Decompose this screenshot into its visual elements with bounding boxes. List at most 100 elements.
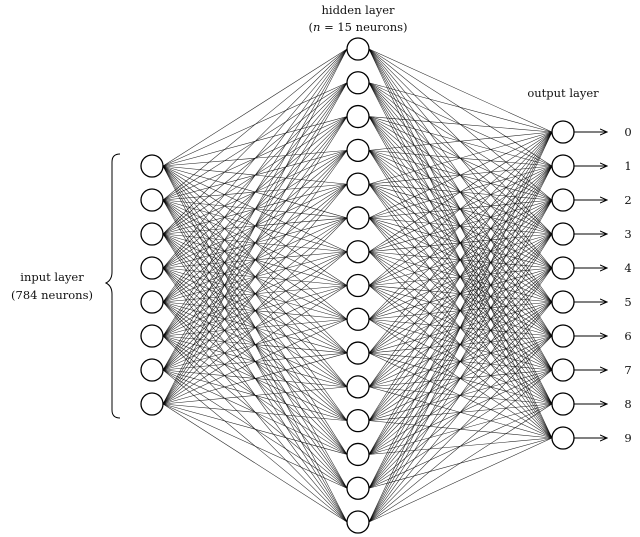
input-neuron bbox=[140, 290, 164, 314]
output-neuron bbox=[551, 358, 575, 382]
input-neuron bbox=[140, 324, 164, 348]
input-layer-label: input layer bbox=[20, 270, 84, 284]
edge-input-hidden bbox=[162, 403, 348, 455]
hidden-neuron bbox=[346, 138, 370, 163]
edge-input-hidden bbox=[162, 403, 348, 489]
edge-hidden-output bbox=[368, 131, 553, 219]
edge-hidden-output bbox=[368, 48, 553, 133]
hidden-layer-count: (n = 15 neurons) bbox=[309, 20, 408, 34]
edge-hidden-output bbox=[368, 301, 553, 523]
input-layer-count: (784 neurons) bbox=[11, 288, 93, 302]
edge-input-hidden bbox=[162, 285, 348, 405]
output-digit-label: 5 bbox=[624, 295, 631, 309]
edge-hidden-output bbox=[368, 116, 553, 133]
edge-input-hidden bbox=[162, 217, 348, 405]
hidden-neuron bbox=[346, 104, 370, 129]
connections bbox=[162, 48, 553, 523]
edge-hidden-output bbox=[368, 131, 553, 354]
edge-hidden-output bbox=[368, 131, 553, 185]
output-neuron bbox=[551, 426, 575, 450]
hidden-neuron bbox=[346, 476, 370, 500]
input-neuron bbox=[140, 256, 164, 280]
output-digit-label: 9 bbox=[624, 431, 631, 445]
edge-hidden-output bbox=[368, 165, 553, 523]
edge-input-hidden bbox=[162, 48, 348, 167]
edge-input-hidden bbox=[162, 251, 348, 405]
output-digit-label: 2 bbox=[624, 193, 631, 207]
output-neuron bbox=[551, 120, 575, 144]
output-digit-label: 1 bbox=[624, 159, 631, 173]
output-neuron bbox=[551, 392, 575, 416]
edge-hidden-output bbox=[368, 131, 553, 388]
edge-input-hidden bbox=[162, 319, 348, 405]
edge-hidden-output bbox=[368, 403, 553, 523]
output-neuron bbox=[551, 188, 575, 212]
edge-input-hidden bbox=[162, 48, 348, 405]
hidden-neuron bbox=[346, 442, 370, 467]
edge-input-hidden bbox=[162, 48, 348, 201]
output-neuron bbox=[551, 222, 575, 246]
hidden-neuron bbox=[346, 240, 370, 264]
edge-input-hidden bbox=[162, 150, 348, 405]
output-neuron bbox=[551, 154, 575, 178]
hidden-neuron bbox=[346, 71, 370, 95]
edge-input-hidden bbox=[162, 403, 348, 523]
input-neuron bbox=[140, 358, 164, 382]
edge-hidden-output bbox=[368, 131, 553, 523]
input-neuron bbox=[140, 188, 164, 212]
hidden-layer-count-rest: = 15 neurons) bbox=[320, 20, 407, 34]
input-neuron bbox=[140, 392, 164, 416]
output-neuron bbox=[551, 324, 575, 348]
edge-hidden-output bbox=[368, 199, 553, 523]
hidden-neuron bbox=[346, 408, 370, 433]
edge-input-hidden bbox=[162, 48, 348, 235]
output-neuron bbox=[551, 256, 575, 280]
edge-input-hidden bbox=[162, 48, 348, 303]
hidden-neuron bbox=[346, 273, 370, 298]
output-layer-label: output layer bbox=[527, 86, 599, 100]
output-neuron bbox=[551, 290, 575, 314]
hidden-layer-n: n bbox=[313, 20, 320, 34]
edge-hidden-output bbox=[368, 437, 553, 523]
output-digit-label: 8 bbox=[624, 397, 631, 411]
edge-input-hidden bbox=[162, 183, 348, 405]
input-neuron bbox=[140, 154, 164, 178]
edge-input-hidden bbox=[162, 48, 348, 337]
hidden-neuron bbox=[346, 375, 370, 399]
edge-hidden-output bbox=[368, 369, 553, 523]
edge-input-hidden bbox=[162, 82, 348, 405]
edge-hidden-output bbox=[368, 131, 553, 489]
edge-hidden-output bbox=[368, 233, 553, 523]
hidden-neuron bbox=[346, 172, 370, 196]
hidden-layer-label: hidden layer bbox=[321, 3, 395, 17]
output-digit-label: 7 bbox=[624, 363, 631, 377]
edge-input-hidden bbox=[162, 48, 348, 269]
edge-input-hidden bbox=[162, 386, 348, 405]
edge-hidden-output bbox=[368, 131, 553, 421]
edge-hidden-output bbox=[368, 131, 553, 252]
input-brace bbox=[104, 153, 121, 419]
output-arrows bbox=[574, 132, 607, 438]
input-neuron bbox=[140, 222, 164, 246]
edge-input-hidden bbox=[162, 48, 348, 371]
edge-input-hidden bbox=[162, 116, 348, 405]
edge-hidden-output bbox=[368, 267, 553, 523]
edge-hidden-output bbox=[368, 82, 553, 133]
edge-hidden-output bbox=[368, 131, 553, 320]
hidden-neuron bbox=[346, 206, 370, 230]
neurons bbox=[140, 37, 575, 534]
output-digit-label: 0 bbox=[624, 125, 631, 139]
edge-hidden-output bbox=[368, 131, 553, 455]
edge-hidden-output bbox=[368, 335, 553, 523]
hidden-neuron bbox=[346, 510, 370, 534]
output-digit-label: 6 bbox=[624, 329, 631, 343]
edge-hidden-output bbox=[368, 131, 553, 286]
edge-input-hidden bbox=[162, 352, 348, 405]
hidden-neuron bbox=[346, 307, 370, 331]
edge-hidden-output bbox=[368, 131, 553, 151]
edge-input-hidden bbox=[162, 403, 348, 421]
hidden-neuron bbox=[346, 37, 370, 61]
output-digit-label: 3 bbox=[624, 227, 631, 241]
